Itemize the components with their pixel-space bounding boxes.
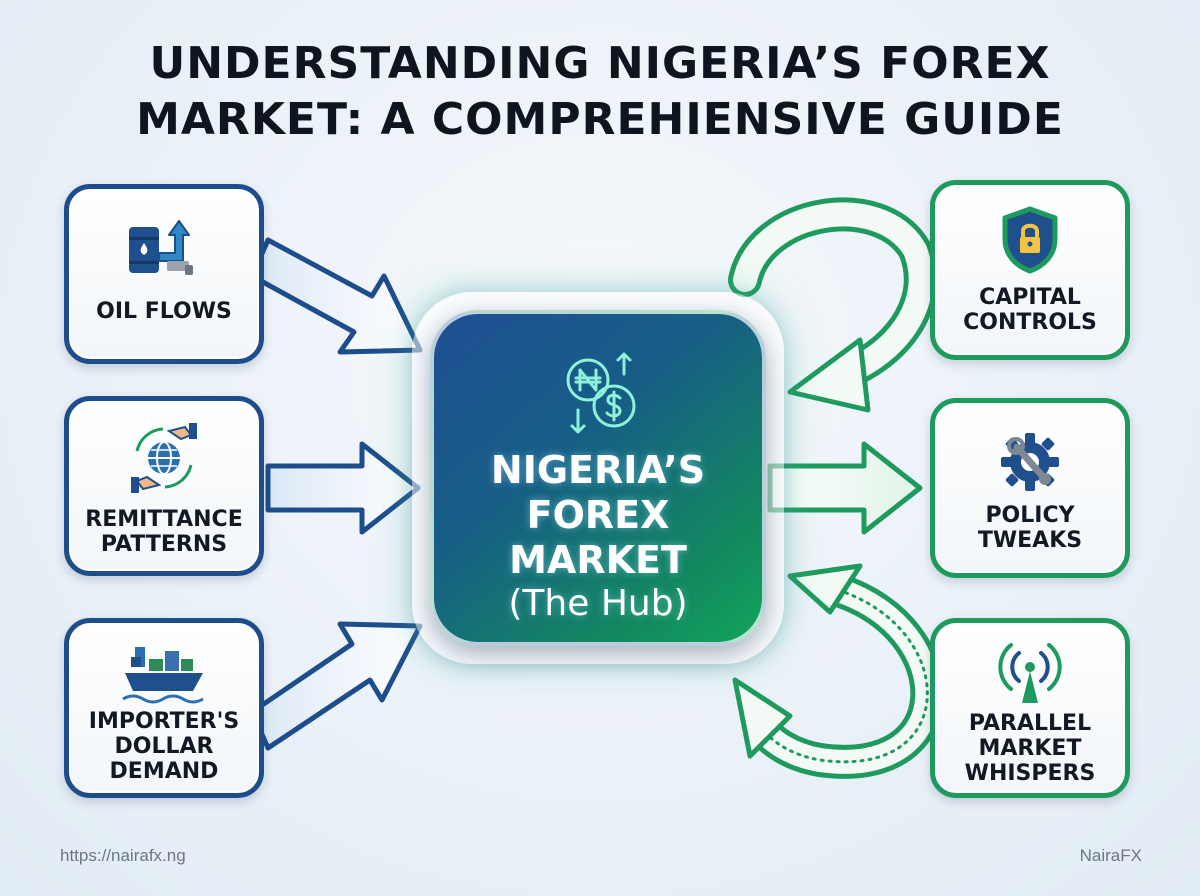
arrow-capital-controls [728, 197, 938, 413]
naira-dollar-exchange-icon [566, 352, 636, 434]
remittance-patterns-label: REMITTANCE PATTERNS [85, 507, 243, 557]
oil-barrel-pipe-icon [129, 220, 193, 275]
card-policy-tweaks: POLICY TWEAKS [930, 398, 1130, 578]
cargo-ship-icon [122, 647, 204, 704]
hub-title: NIGERIA’S FOREX MARKET [490, 448, 706, 582]
importer-dollar-demand-label: IMPORTER'S DOLLAR DEMAND [88, 709, 240, 784]
page-title: UNDERSTANDING NIGERIA’S FOREX MARKET: A … [0, 36, 1200, 148]
card-parallel-market-whispers: PARALLEL MARKET WHISPERS [930, 618, 1130, 798]
globe-hands-icon [131, 423, 197, 493]
signal-tower-icon [998, 643, 1062, 703]
forex-market-hub: NIGERIA’S FOREX MARKET (The Hub) [430, 310, 766, 646]
shield-lock-icon [1002, 206, 1058, 274]
card-capital-controls: CAPITAL CONTROLS [930, 180, 1130, 360]
title-line-1: UNDERSTANDING NIGERIA’S FOREX [149, 38, 1051, 89]
oil-flows-label: OIL FLOWS [96, 299, 232, 324]
arrow-oil-flows [249, 237, 423, 355]
arrow-policy-tweaks [767, 441, 923, 535]
arrow-remittance [265, 441, 421, 535]
footer-url[interactable]: https://nairafx.ng [60, 846, 186, 865]
card-oil-flows: OIL FLOWS [64, 184, 264, 364]
title-line-2: MARKET: A COMPREHIENSIVE GUIDE [136, 94, 1064, 145]
card-remittance-patterns: REMITTANCE PATTERNS [64, 396, 264, 576]
footer-brand: NairaFX [1079, 846, 1142, 865]
arrow-importer [249, 621, 423, 751]
arrow-parallel-market [732, 563, 945, 779]
gear-wrench-icon [1001, 433, 1059, 491]
capital-controls-label: CAPITAL CONTROLS [963, 285, 1097, 335]
parallel-market-whispers-label: PARALLEL MARKET WHISPERS [964, 711, 1096, 786]
policy-tweaks-label: POLICY TWEAKS [977, 503, 1083, 553]
card-importer-dollar-demand: IMPORTER'S DOLLAR DEMAND [64, 618, 264, 798]
hub-subtitle: (The Hub) [508, 583, 688, 624]
